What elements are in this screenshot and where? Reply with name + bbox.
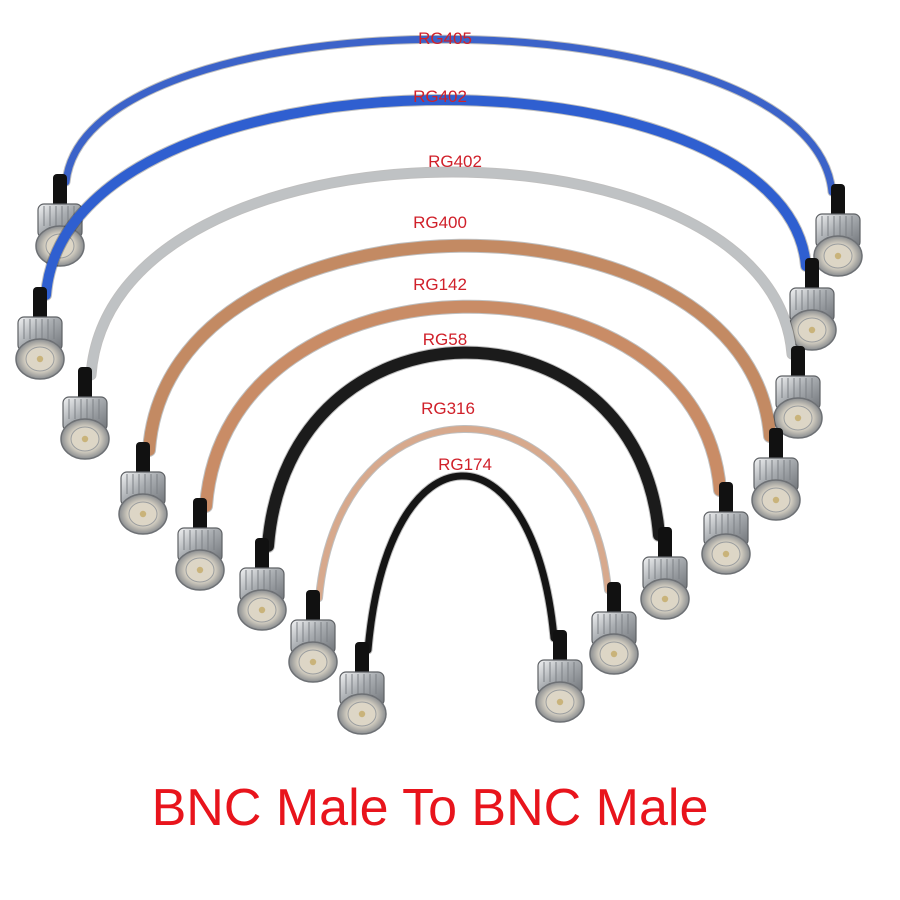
- cable-4: [118, 238, 801, 535]
- cable-jacket: [262, 346, 665, 552]
- cable-label-rg142: RG142: [413, 275, 467, 294]
- cable-label-rg400: RG400: [413, 213, 467, 232]
- cable-jacket: [41, 94, 811, 300]
- bnc-connector-right: [535, 630, 585, 723]
- cable-jacket: [200, 300, 726, 512]
- cable-label-rg402: RG402: [428, 152, 482, 171]
- cable-jacket-shadow: [261, 345, 666, 553]
- bnc-connector-left: [118, 442, 168, 535]
- caption-title: BNC Male To BNC Male: [151, 779, 709, 837]
- bnc-connector-left: [288, 590, 338, 683]
- cable-label-rg402: RG402: [413, 87, 467, 106]
- bnc-connector-left: [237, 538, 287, 631]
- cable-label-rg316: RG316: [421, 399, 475, 418]
- cable-8: [337, 471, 585, 735]
- cable-label-rg174: RG174: [438, 455, 492, 474]
- cable-jacket: [62, 35, 836, 196]
- bnc-connector-left: [60, 367, 110, 460]
- cable-3: [60, 166, 823, 460]
- cable-6: [237, 345, 690, 631]
- cable-2: [15, 93, 837, 380]
- cable-jacket: [364, 472, 558, 654]
- cable-label-rg405: RG405: [418, 29, 472, 48]
- bnc-connector-right: [589, 582, 639, 675]
- bnc-connector-left: [15, 287, 65, 380]
- bnc-connector-right: [701, 482, 751, 575]
- bnc-connector-left: [175, 498, 225, 591]
- cable-jacket: [143, 239, 776, 456]
- cable-jacket-shadow: [363, 471, 559, 655]
- cable-7: [288, 425, 639, 683]
- cable-jacket: [86, 167, 797, 380]
- bnc-connector-right: [787, 258, 837, 351]
- cable-5: [175, 299, 751, 591]
- cable-jacket-shadow: [40, 93, 812, 301]
- cable-jacket: [316, 426, 611, 601]
- bnc-connector-right: [813, 184, 863, 277]
- bnc-connector-right: [640, 527, 690, 620]
- cable-label-rg58: RG58: [423, 330, 467, 349]
- bnc-connector-right: [773, 346, 823, 439]
- bnc-connector-right: [751, 428, 801, 521]
- bnc-connector-left: [337, 642, 387, 735]
